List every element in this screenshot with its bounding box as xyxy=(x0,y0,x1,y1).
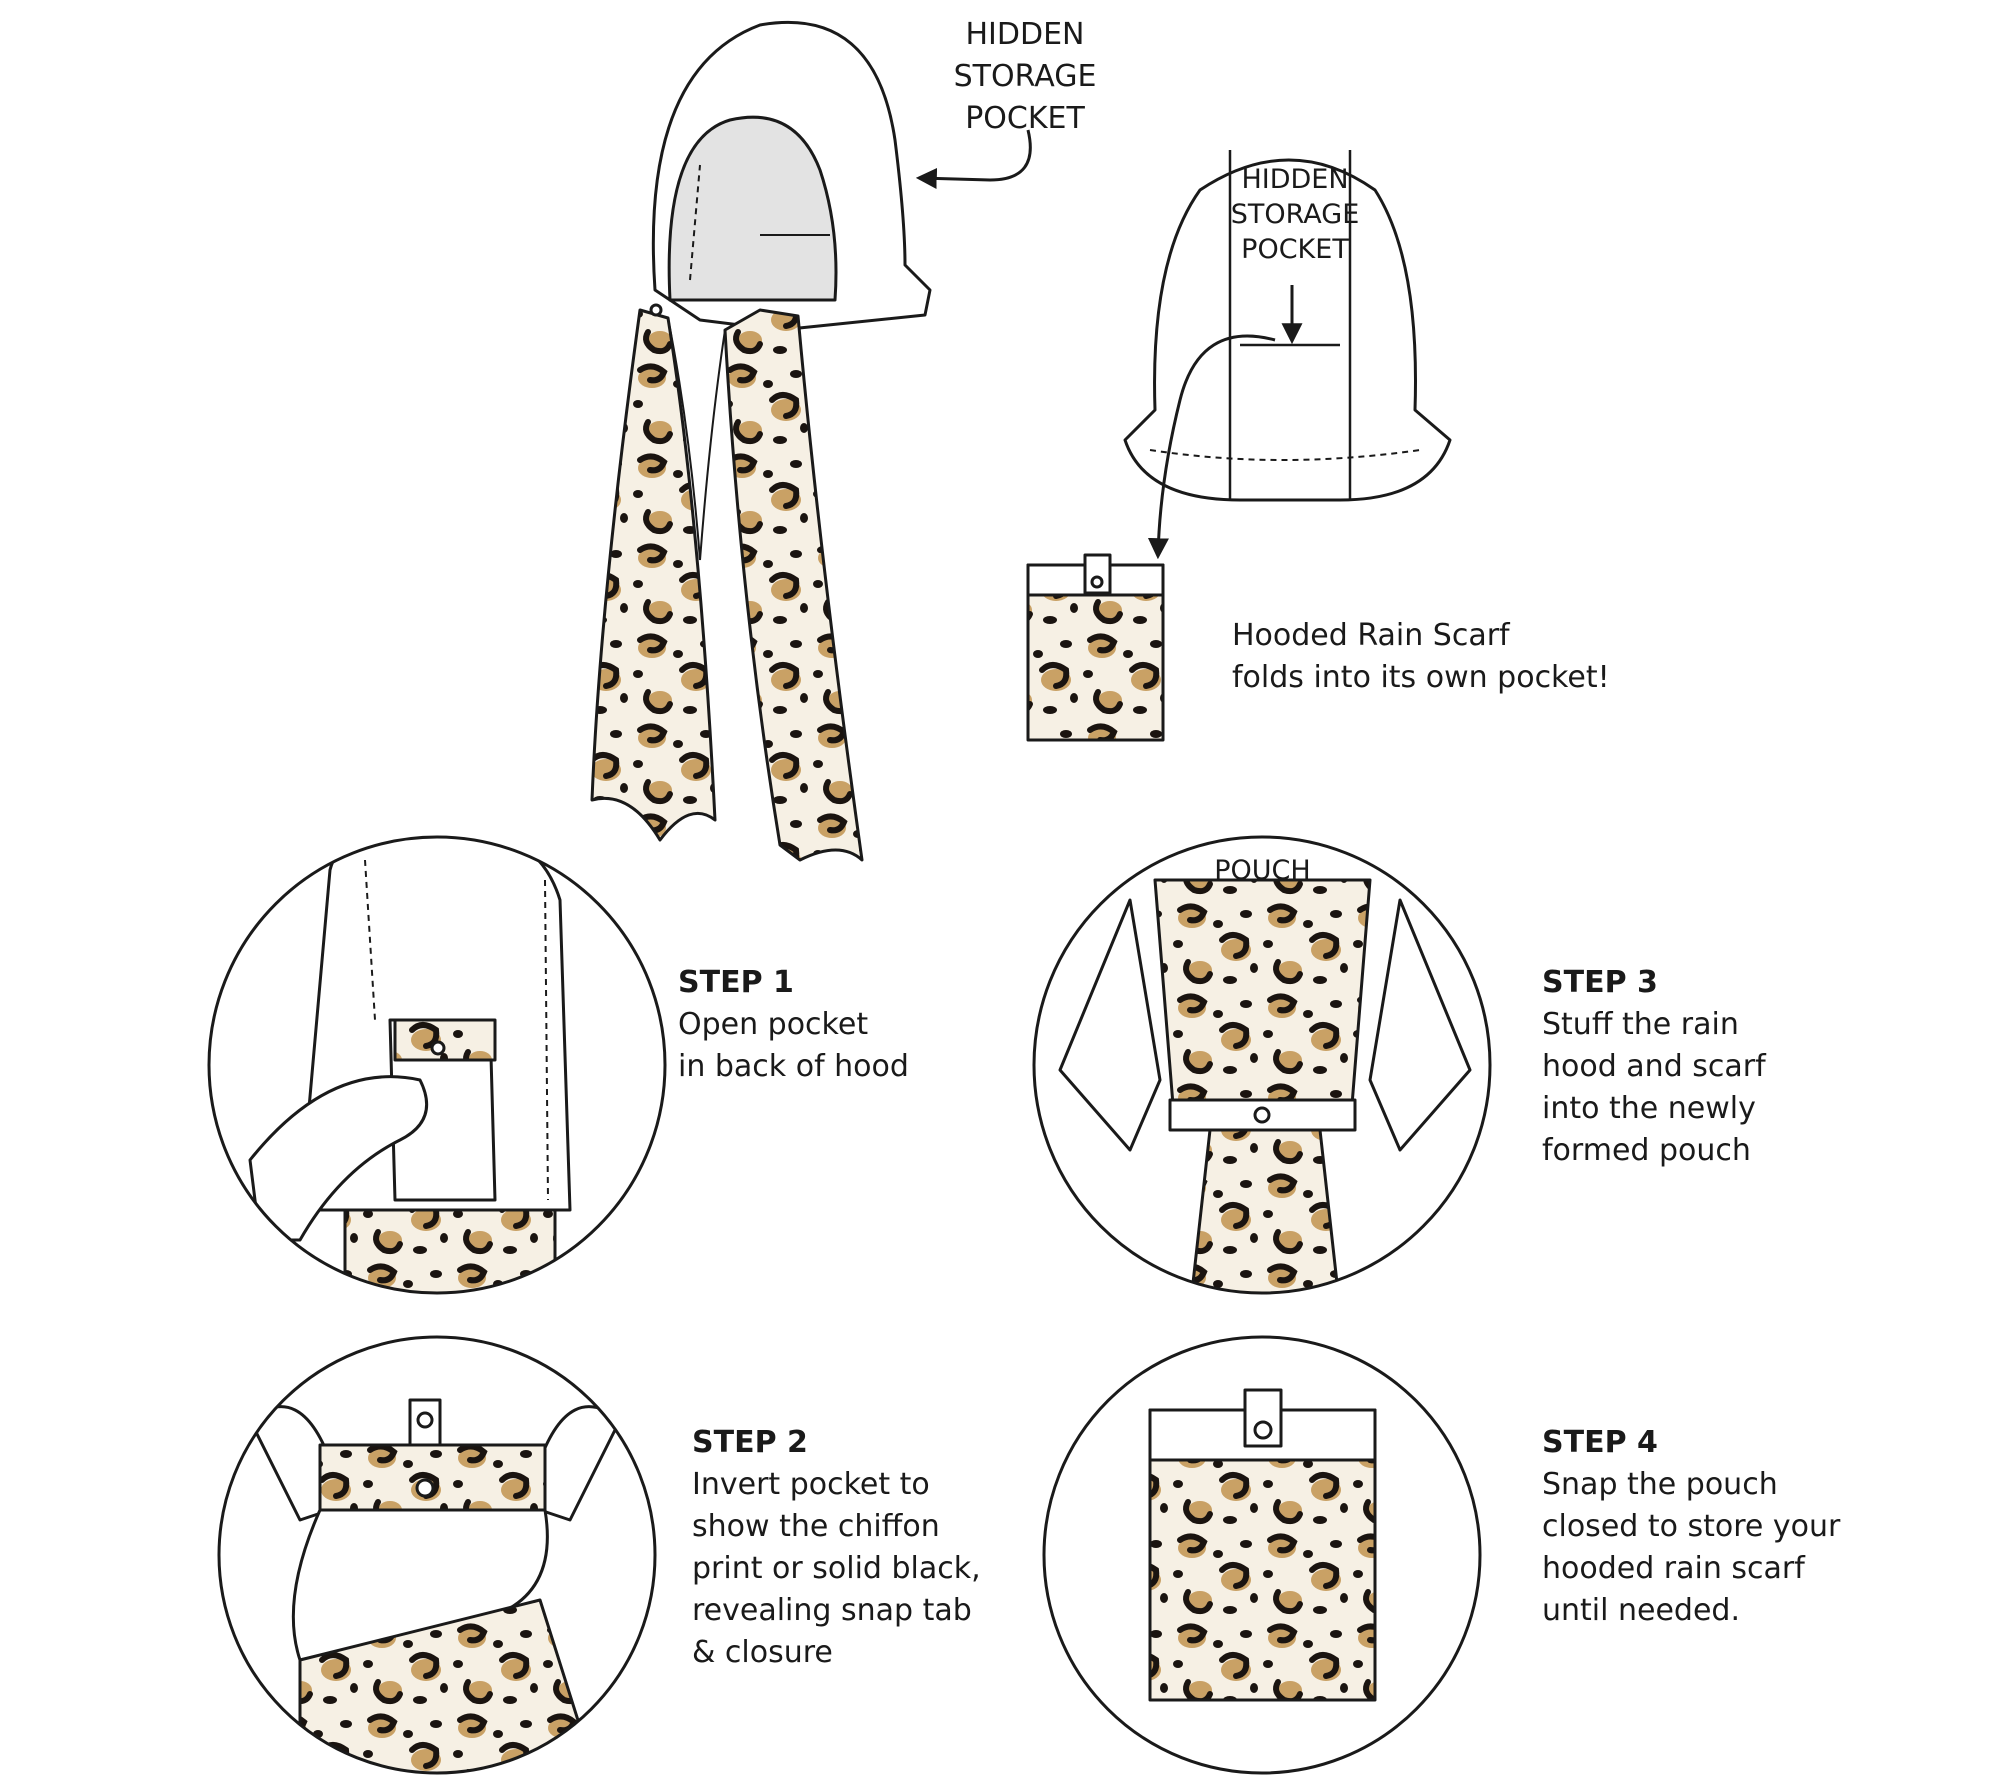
pouch-label: POUCH xyxy=(1214,855,1311,886)
step-title: STEP 2 xyxy=(692,1425,808,1460)
step-4-text: STEP 4 Snap the pouch closed to store yo… xyxy=(1542,1422,1840,1632)
step-line: Snap the pouch xyxy=(1542,1467,1778,1502)
step-line: into the newly xyxy=(1542,1091,1756,1126)
folded-pouch-icon xyxy=(1026,553,1165,742)
step-line: show the chiffon xyxy=(692,1509,940,1544)
label-line: HIDDEN xyxy=(1241,164,1349,195)
step-line: Stuff the rain xyxy=(1542,1007,1739,1042)
arrow-icon xyxy=(915,129,1032,189)
step-2-illustration xyxy=(217,1335,657,1775)
step-3-text: STEP 3 Stuff the rain hood and scarf int… xyxy=(1542,962,1766,1172)
hooded-scarf-icon xyxy=(590,20,932,862)
step-line: Open pocket xyxy=(678,1007,869,1042)
label-line: POCKET xyxy=(965,101,1085,136)
step-line: Invert pocket to xyxy=(692,1467,930,1502)
label-line: STORAGE xyxy=(953,59,1097,94)
step-line: closed to store your xyxy=(1542,1509,1841,1544)
step-title: STEP 1 xyxy=(678,965,794,1000)
step-line: & closure xyxy=(692,1635,833,1670)
step-title: STEP 4 xyxy=(1542,1425,1658,1460)
step-3-illustration xyxy=(1032,835,1492,1295)
label-line: POCKET xyxy=(1241,234,1349,265)
note-line: folds into its own pocket! xyxy=(1232,660,1610,695)
step-4-illustration xyxy=(1042,1335,1482,1775)
note-line: Hooded Rain Scarf xyxy=(1232,618,1510,653)
step-line: in back of hood xyxy=(678,1049,909,1084)
label-line: STORAGE xyxy=(1230,199,1360,230)
step-line: hood and scarf xyxy=(1542,1049,1766,1084)
arrow-icon xyxy=(1147,334,1276,560)
label-line: HIDDEN xyxy=(965,17,1085,52)
folds-note: Hooded Rain Scarf folds into its own poc… xyxy=(1232,615,1610,699)
step-line: print or solid black, xyxy=(692,1551,981,1586)
step-1-text: STEP 1 Open pocket in back of hood xyxy=(678,962,909,1088)
step-line: formed pouch xyxy=(1542,1133,1751,1168)
step-line: revealing snap tab xyxy=(692,1593,972,1628)
step-line: until needed. xyxy=(1542,1593,1741,1628)
hidden-storage-pocket-label: HIDDEN STORAGE POCKET xyxy=(935,14,1115,140)
hidden-storage-pocket-label-back: HIDDEN STORAGE POCKET xyxy=(1210,162,1380,267)
step-2-text: STEP 2 Invert pocket to show the chiffon… xyxy=(692,1422,981,1674)
step-line: hooded rain scarf xyxy=(1542,1551,1805,1586)
step-title: STEP 3 xyxy=(1542,965,1658,1000)
step-1-illustration xyxy=(207,835,667,1295)
